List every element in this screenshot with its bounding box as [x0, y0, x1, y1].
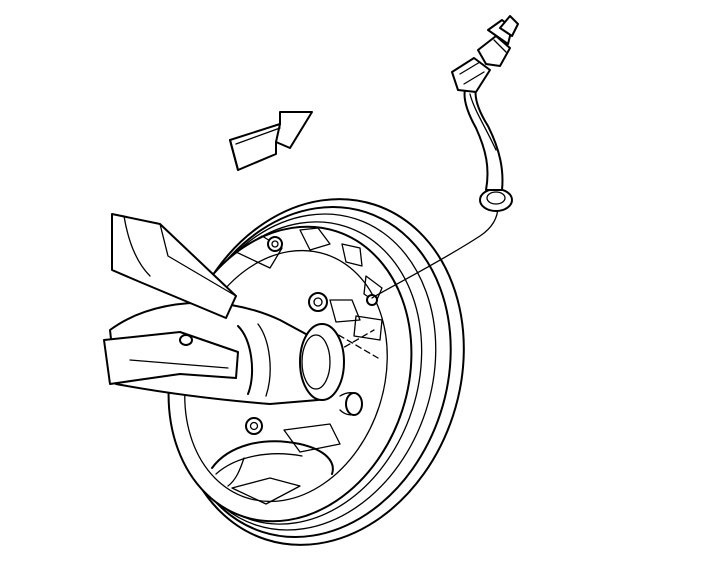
- direction-arrow-icon: [229, 111, 313, 171]
- wheel-speed-sensor-harness: [371, 15, 519, 299]
- axle-housing: [103, 213, 345, 405]
